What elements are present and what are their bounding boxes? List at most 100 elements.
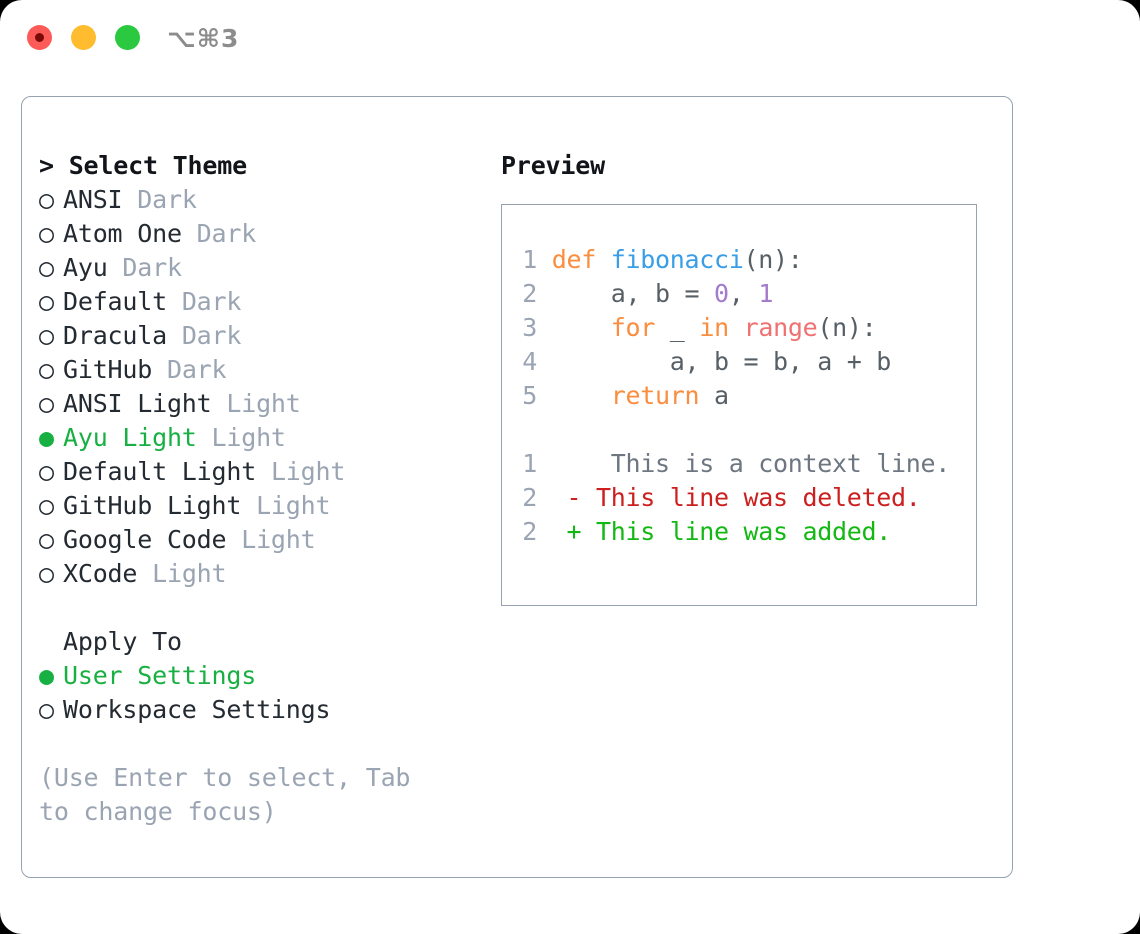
apply-to-label: User Settings [63,661,257,690]
radio-unselected-icon: ○ [39,321,54,350]
theme-list-item[interactable]: ○ ANSI Light Light [39,387,489,421]
code-token: , [728,279,759,308]
theme-list-item[interactable]: ○ XCode Light [39,557,489,591]
code-line-number: 2 [522,279,537,308]
code-token: (n): [743,245,803,274]
list-spacer [39,591,489,625]
theme-list-item[interactable]: ○ANSI Dark [39,183,489,217]
theme-list-item[interactable]: ○ GitHub Light Light [39,489,489,523]
code-token: (n): [817,313,877,342]
theme-name: GitHub [63,355,153,384]
diff-line-number: 1 [522,449,537,478]
radio-unselected-icon: ○ [39,491,54,520]
theme-variant-badge: Dark [181,287,242,316]
theme-list-item[interactable]: ○ Default Dark [39,285,489,319]
code-line: 4 a, b = b, a + b [520,345,950,379]
code-line: 5 return a [520,379,950,413]
code-token: for [610,313,656,342]
diff-line-number: 2 [522,517,537,546]
radio-selected-icon: ● [39,661,54,690]
keyboard-shortcut-label: ⌥⌘3 [167,24,240,53]
diff-marker: + [566,517,582,546]
diff-line: 2 + This line was added. [520,515,950,549]
theme-name: ANSI [63,185,123,214]
code-token [729,313,744,342]
theme-variant-badge: Light [256,491,331,520]
apply-to-heading: Apply To [63,627,182,656]
radio-unselected-icon: ○ [39,525,54,554]
code-token: fibonacci [610,245,744,274]
radio-unselected-icon: ○ [39,355,54,384]
apply-to-item[interactable]: ● User Settings [39,659,489,693]
theme-variant-badge: Dark [166,355,227,384]
apply-to-list[interactable]: ● User Settings ○Workspace Settings [39,659,489,727]
theme-list-item[interactable]: ○Default Light Light [39,455,489,489]
code-blank-line [520,413,950,447]
recording-indicator-icon [35,33,44,42]
code-token [552,313,611,342]
theme-name: XCode [63,559,138,588]
theme-list-item[interactable]: ○Google Code Light [39,523,489,557]
theme-list-item[interactable]: ○Dracula Dark [39,319,489,353]
theme-list[interactable]: ○ANSI Dark○Atom One Dark○Ayu Dark○Defaul… [39,183,489,591]
theme-variant-badge: Light [241,525,316,554]
radio-unselected-icon: ○ [39,253,54,282]
theme-picker-column: > Select Theme ○ANSI Dark○Atom One Dark○… [39,149,489,829]
diff-line-number: 2 [522,483,537,512]
diff-text: This line was added. [581,517,892,546]
panel-columns: > Select Theme ○ANSI Dark○Atom One Dark○… [22,97,1012,877]
code-line-number: 3 [522,313,537,342]
theme-name: Default [63,287,167,316]
code-token: in [699,313,729,342]
code-token: 0 [714,279,729,308]
theme-variant-badge: Dark [196,219,257,248]
theme-variant-badge: Light [270,457,346,486]
radio-unselected-icon: ○ [39,559,54,588]
apply-to-label: Workspace Settings [63,695,331,724]
diff-text: This is a context line. [581,449,951,478]
theme-name: Ayu Light [63,423,197,452]
code-line: 1 def fibonacci(n): [520,243,950,277]
close-button[interactable] [27,25,52,50]
apply-to-item[interactable]: ○Workspace Settings [39,693,489,727]
theme-list-item[interactable]: ●Ayu Light Light [39,421,489,455]
select-theme-heading: > Select Theme [39,151,247,180]
theme-variant-badge: Light [152,559,227,588]
code-token: _ [655,313,700,342]
main-panel: > Select Theme ○ANSI Dark○Atom One Dark○… [21,96,1013,878]
theme-variant-badge: Dark [122,253,182,282]
theme-name: Ayu [63,253,108,282]
theme-name: GitHub Light [63,491,242,520]
code-token: a, b = [551,279,715,308]
diff-line: 2 - This line was deleted. [520,481,950,515]
code-line-number: 1 [522,245,537,274]
theme-list-item[interactable]: ○Atom One Dark [39,217,489,251]
code-token: 1 [758,279,774,308]
traffic-lights [27,25,140,50]
diff-marker: - [566,483,582,512]
theme-list-item[interactable]: ○ GitHub Dark [39,353,489,387]
theme-variant-badge: Light [226,389,301,418]
minimize-button[interactable] [71,25,96,50]
title-bar: ⌥⌘3 [0,0,1140,80]
preview-heading: Preview [501,151,605,180]
diff-line: 1 This is a context line. [520,447,950,481]
code-line-number: 5 [522,381,537,410]
code-token: a [699,381,729,410]
theme-name: ANSI Light [63,389,212,418]
radio-unselected-icon: ○ [39,389,54,418]
diff-text: This line was deleted. [581,483,921,512]
theme-name: Dracula [63,321,167,350]
code-token: a, b = b, a + b [551,347,892,376]
theme-variant-badge: Dark [137,185,197,214]
zoom-button[interactable] [115,25,140,50]
preview-column: Preview 1 def fibonacci(n):2 a, b = 0, 1… [501,149,1001,606]
diff-marker [567,449,582,478]
radio-unselected-icon: ○ [39,287,54,316]
hint-spacer [39,727,489,761]
radio-selected-icon: ● [39,423,54,452]
code-token: def [551,245,611,274]
theme-list-item[interactable]: ○ Ayu Dark [39,251,489,285]
